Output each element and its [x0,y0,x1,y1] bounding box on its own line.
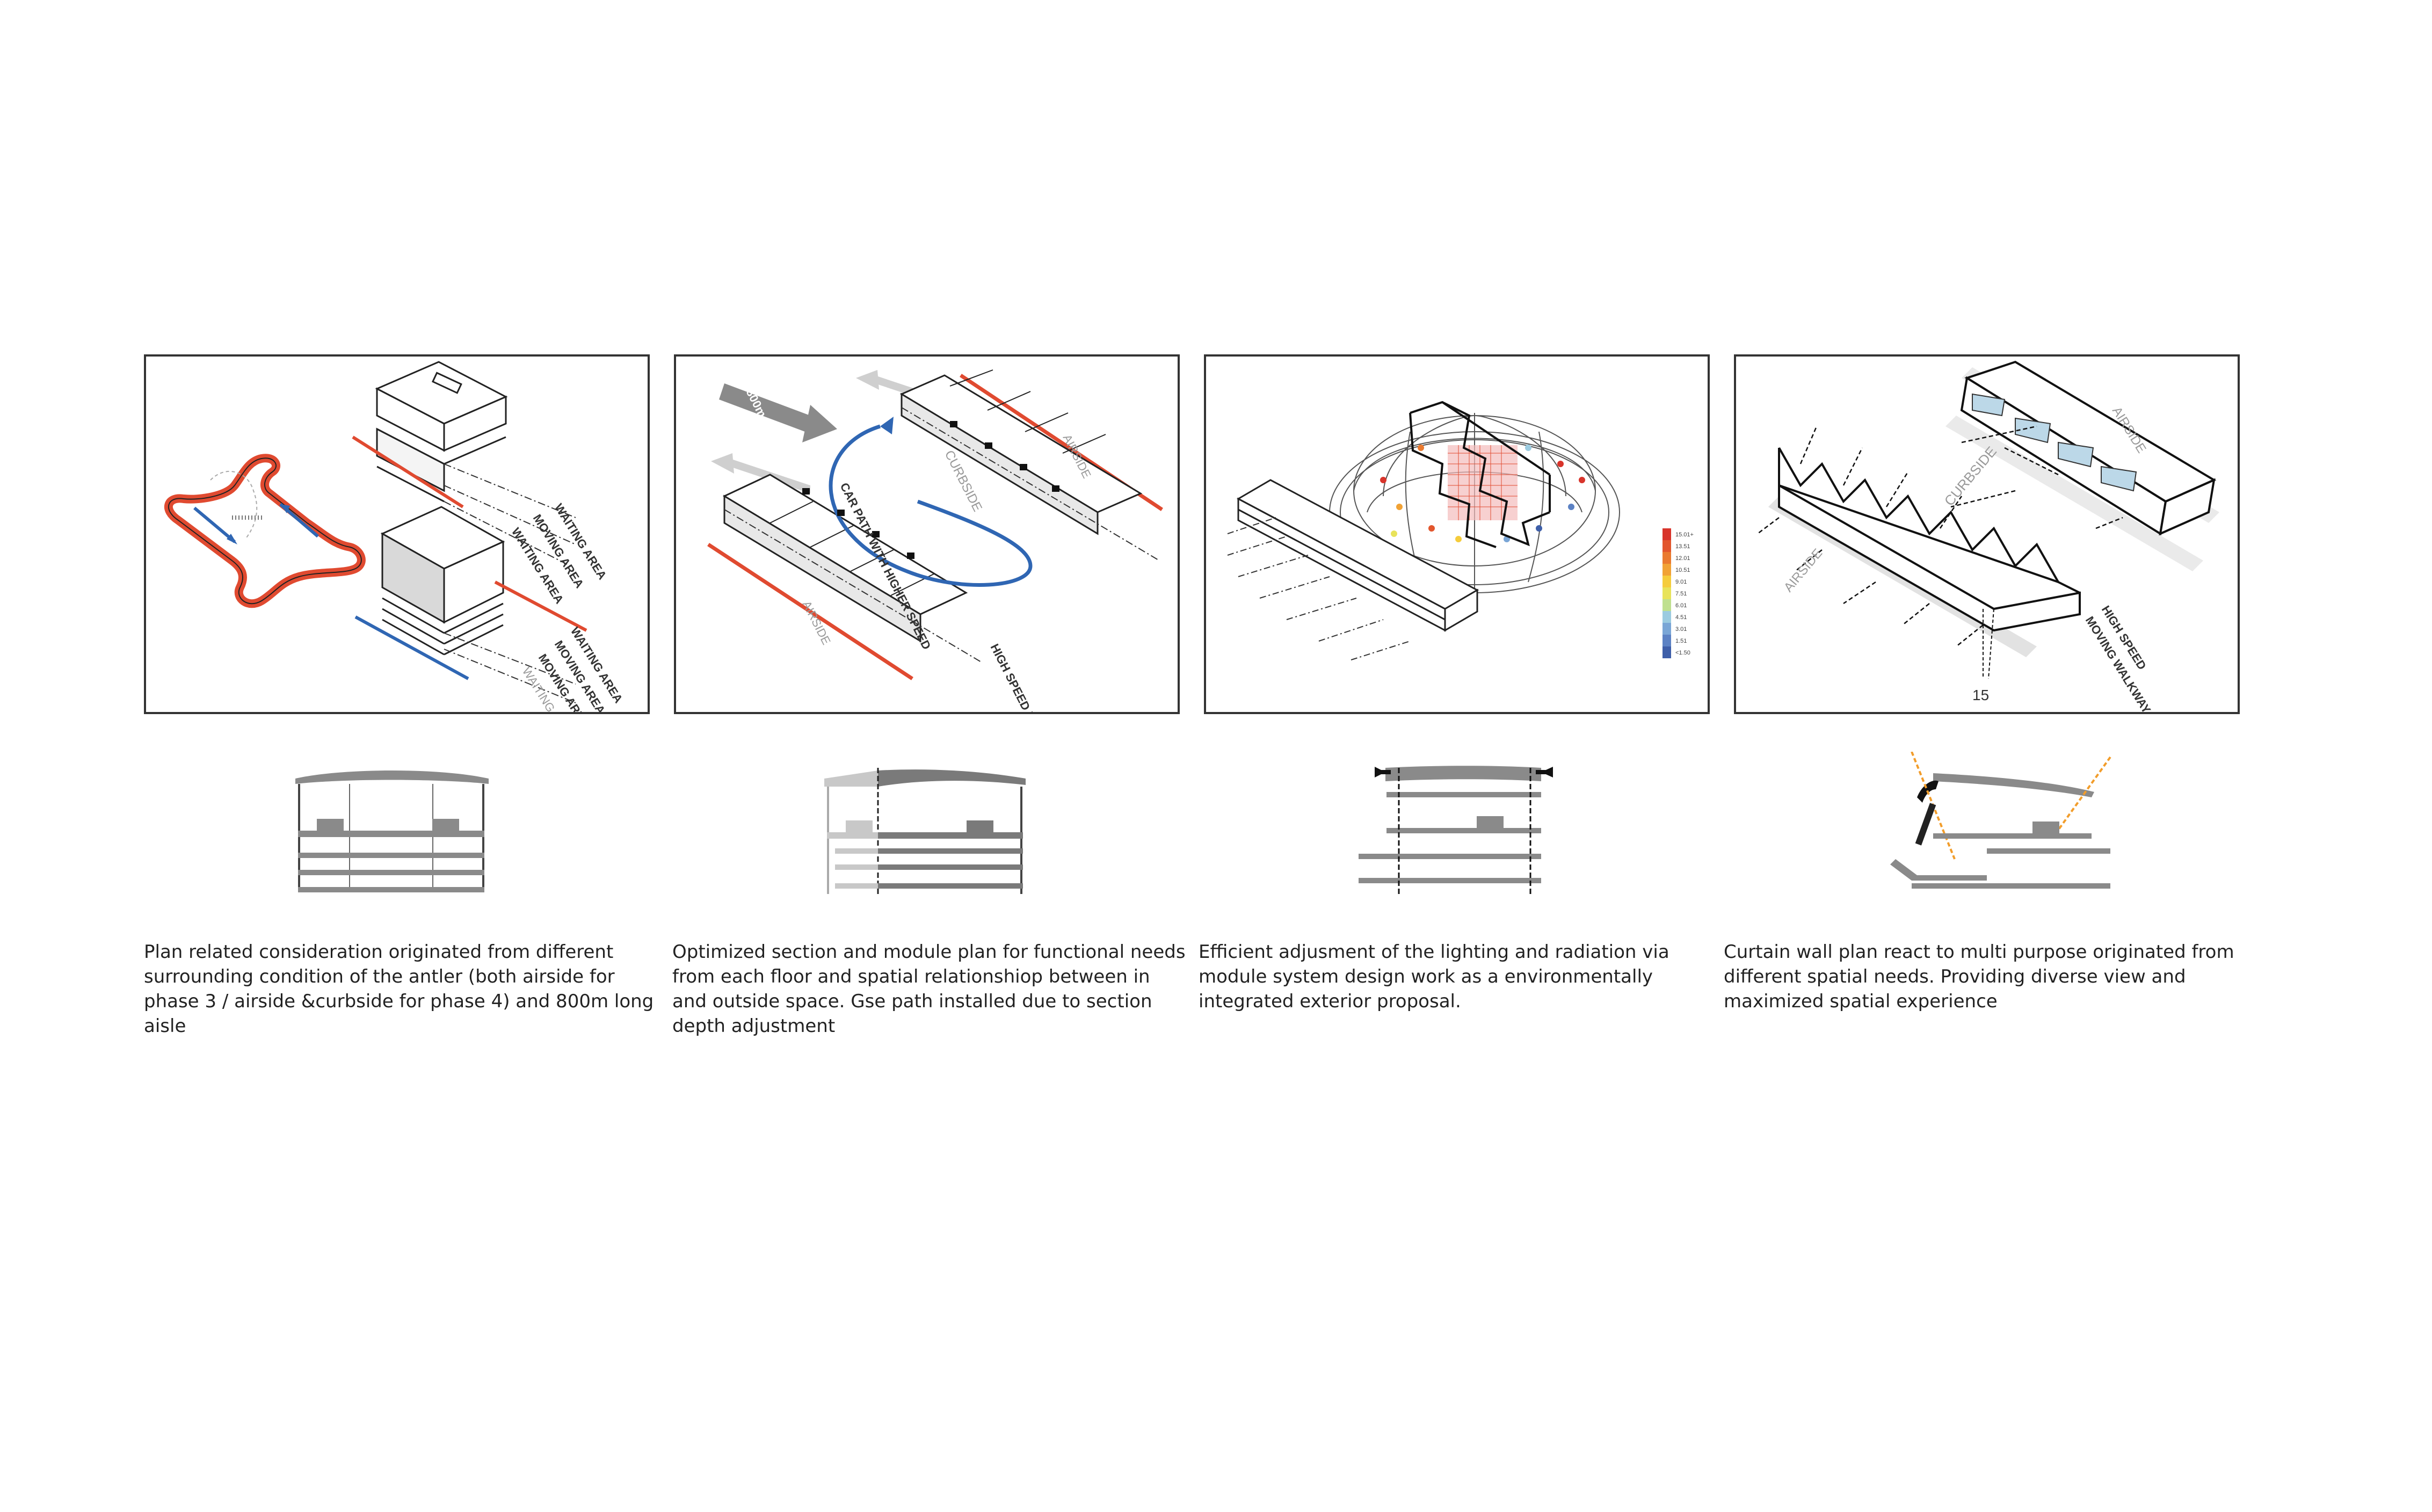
top-module-building [899,369,1143,535]
bottom-module-building [722,474,968,643]
caption-1: Plan related consideration originated fr… [144,941,654,1037]
legend-swatch [1663,611,1671,623]
section-diagram-2 [824,768,1026,897]
zigzag-building [1409,401,1551,548]
top-building-stack [375,361,508,503]
legend-label: 7.51 [1675,591,1687,597]
radiation-legend: 15.01+ 13.51 12.01 10.51 9.01 7.51 6.01 4.51 3.0… [1663,528,1694,658]
legend-label: 12.01 [1675,555,1690,562]
legend-label: 6.01 [1675,602,1687,609]
lower-zigzag-building [1778,447,2081,632]
extension-section-diagram: 800m EXTENSION [707,369,1163,714]
curtain-wall-diagram: 15 AIRSIDE CURBSIDE AIRSIDE HIGH SPEED M… [1757,360,2219,712]
radiation-analysis-diagram: 15.01+ 13.51 12.01 10.51 9.01 7.51 6.01 4.51 3.0… [1227,401,1694,660]
view-arrows [1757,425,2123,647]
label-curbside: CURBSIDE [1941,444,2000,509]
legend-swatch [1663,552,1671,564]
legend-label: 15.01+ [1675,532,1694,538]
diagram-panel-3: 15.01+ 13.51 12.01 10.51 9.01 7.51 6.01 4.51 3.0… [1204,354,1710,714]
caption-3: Efficient adjusment of the lighting and … [1199,941,1669,1012]
legend-swatch [1663,576,1671,587]
legend-swatch [1663,599,1671,611]
section-diagram-1 [295,770,489,892]
legend-swatch [1663,623,1671,635]
caption-2: Optimized section and module plan for fu… [672,941,1186,1037]
legend-label: 10.51 [1675,567,1690,573]
legend-swatch [1663,540,1671,552]
legend-swatch [1663,587,1671,599]
label-airside-left: AIRSIDE [1781,546,1825,595]
legend-label: <1.50 [1675,650,1690,656]
label-angle: 15 [1972,687,1989,703]
diagram-panel-2: 800m EXTENSION [674,354,1180,714]
caption-4: Curtain wall plan react to multi purpose… [1724,941,2234,1012]
legend-swatch [1663,528,1671,540]
legend-swatch [1663,646,1671,658]
legend-label: 3.01 [1675,626,1687,633]
section-diagram-3 [1359,766,1553,897]
legend-label: 1.51 [1675,638,1687,644]
legend-swatch [1663,564,1671,576]
legend-label: 4.51 [1675,614,1687,621]
diagram-panel-4: 15 AIRSIDE CURBSIDE AIRSIDE HIGH SPEED M… [1734,354,2240,714]
legend-label: 13.51 [1675,543,1690,550]
label-high-speed-mw: HIGH SPEED M/W [988,642,1046,714]
antler-loop-plan [164,454,366,608]
legend-label: 9.01 [1675,579,1687,585]
antler-plan-diagram: WAITING AREA MOVING AREA WAITING AREA WA… [164,361,626,712]
bottom-building-stack [380,506,505,656]
legend-swatch [1663,635,1671,646]
sun-position-dots [1380,445,1585,542]
left-building [1236,479,1479,632]
upper-glazing [1972,393,2137,492]
diagram-panel-1: WAITING AREA MOVING AREA WAITING AREA WA… [144,354,650,714]
section-diagram-4 [1890,752,2111,889]
module-markers [802,421,1059,559]
